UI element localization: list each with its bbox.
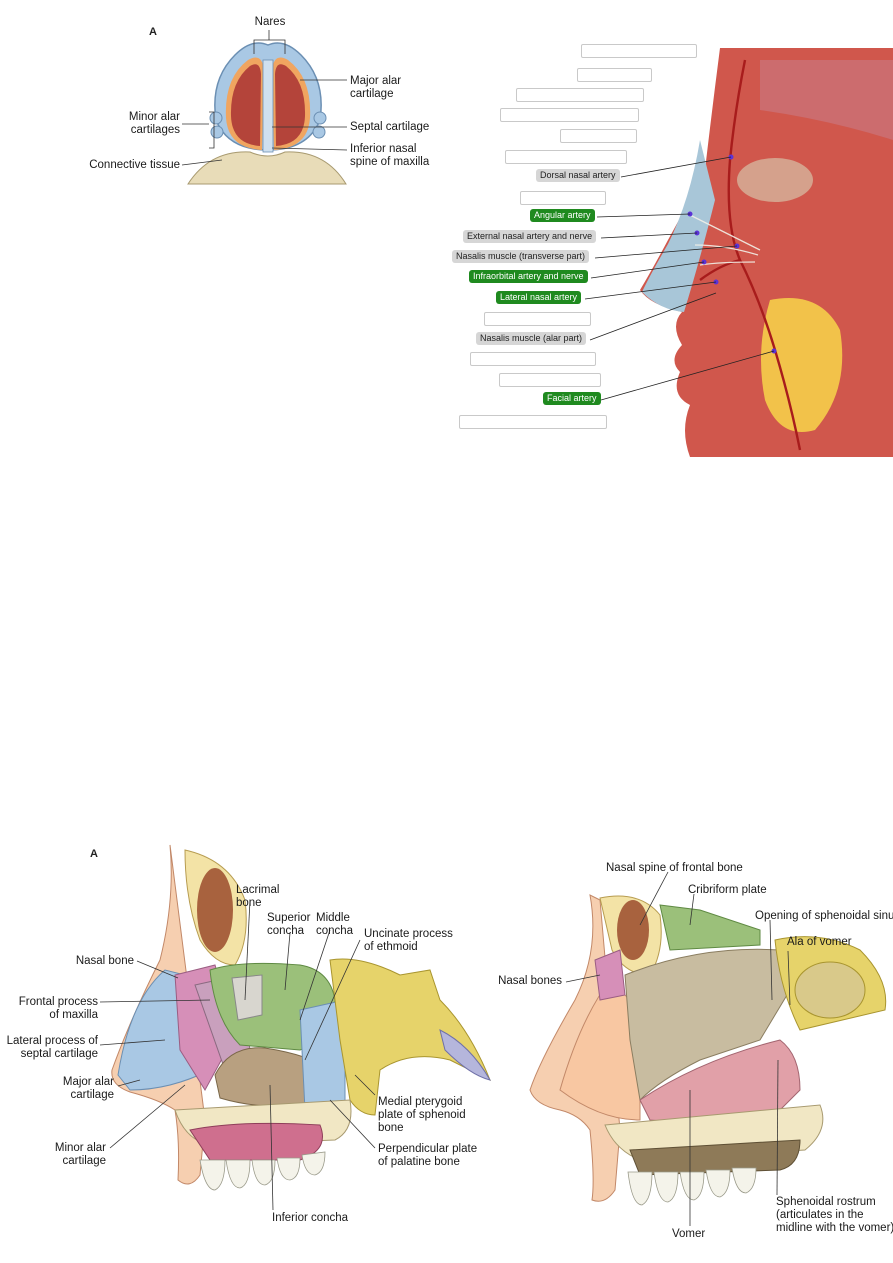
label-inferior-concha: Inferior concha <box>272 1212 349 1224</box>
empty-label-box[interactable] <box>459 415 607 429</box>
tag-dorsal-nasal-artery[interactable]: Dorsal nasal artery <box>536 169 620 182</box>
tag-angular-artery[interactable]: Angular artery <box>530 209 595 222</box>
label-lateral-process: Lateral process of septal cartilage <box>6 1035 98 1060</box>
label-nasal-bones: Nasal bones <box>498 975 562 987</box>
minor-alar-bump <box>209 111 223 125</box>
label-medial-pterygoid: Medial pterygoid plate of sphenoid bone <box>378 1096 466 1134</box>
label-sphenoidal-rostrum: Sphenoidal rostrum (articulates in the m… <box>776 1196 893 1234</box>
connective-tissue-shape <box>187 151 347 185</box>
empty-label-box[interactable] <box>560 129 637 143</box>
label-perpendicular-plate: Perpendicular plate of palatine bone <box>378 1143 478 1168</box>
label-nares: Nares <box>254 16 286 28</box>
empty-label-box[interactable] <box>500 108 639 122</box>
label-frontal-process: Frontal process of maxilla <box>18 996 98 1021</box>
tag-facial-artery[interactable]: Facial artery <box>543 392 601 405</box>
label-septal-cartilage: Septal cartilage <box>350 121 430 133</box>
tag-infraorbital-artery[interactable]: Infraorbital artery and nerve <box>469 270 588 283</box>
tag-nasalis-alar[interactable]: Nasalis muscle (alar part) <box>476 332 587 345</box>
empty-label-box[interactable] <box>505 150 627 164</box>
left-naris <box>230 64 261 146</box>
empty-label-box[interactable] <box>499 373 601 387</box>
minor-alar-bump <box>312 125 326 139</box>
minor-alar-bump <box>313 111 327 125</box>
empty-label-box[interactable] <box>581 44 697 58</box>
septal-cartilage-shape <box>262 59 274 153</box>
tag-external-nasal-artery[interactable]: External nasal artery and nerve <box>463 230 597 243</box>
label-middle-concha: Middle concha <box>316 912 354 937</box>
label-nasal-bone: Nasal bone <box>75 955 134 967</box>
label-ala-of-vomer: Ala of vomer <box>787 936 852 948</box>
label-inferior-nasal-spine: Inferior nasal spine of maxilla <box>350 143 430 168</box>
parotid-fat <box>761 298 843 432</box>
label-lacrimal-bone: Lacrimal bone <box>236 884 280 909</box>
empty-label-box[interactable] <box>520 191 606 205</box>
label-connective-tissue: Connective tissue <box>89 159 180 171</box>
tag-lateral-nasal-artery[interactable]: Lateral nasal artery <box>496 291 582 304</box>
label-vomer: Vomer <box>672 1228 706 1240</box>
panel-letter-bottom: A <box>90 848 98 860</box>
empty-label-box[interactable] <box>577 68 652 82</box>
label-nasal-spine-frontal: Nasal spine of frontal bone <box>606 862 743 874</box>
tag-nasalis-transverse[interactable]: Nasalis muscle (transverse part) <box>452 250 590 263</box>
empty-label-box[interactable] <box>516 88 644 102</box>
label-minor-alar-cartilage: Minor alar cartilage <box>54 1142 106 1167</box>
eye-region <box>737 158 813 202</box>
label-superior-concha: Superior concha <box>267 912 311 937</box>
label-cribriform-plate: Cribriform plate <box>688 884 767 896</box>
label-major-alar-cartilage: Major alar cartilage <box>350 75 402 100</box>
right-naris <box>275 64 306 146</box>
label-opening-sphenoidal-sinus: Opening of sphenoidal sinus <box>755 910 893 922</box>
empty-label-box[interactable] <box>484 312 591 326</box>
label-minor-alar-cartilages: Minor alar cartilages <box>128 111 180 136</box>
panel-letter-top: A <box>149 26 157 38</box>
label-major-alar-cartilage-bottom: Major alar cartilage <box>62 1076 114 1101</box>
empty-label-box[interactable] <box>470 352 596 366</box>
label-uncinate-process: Uncinate process of ethmoid <box>364 928 453 953</box>
